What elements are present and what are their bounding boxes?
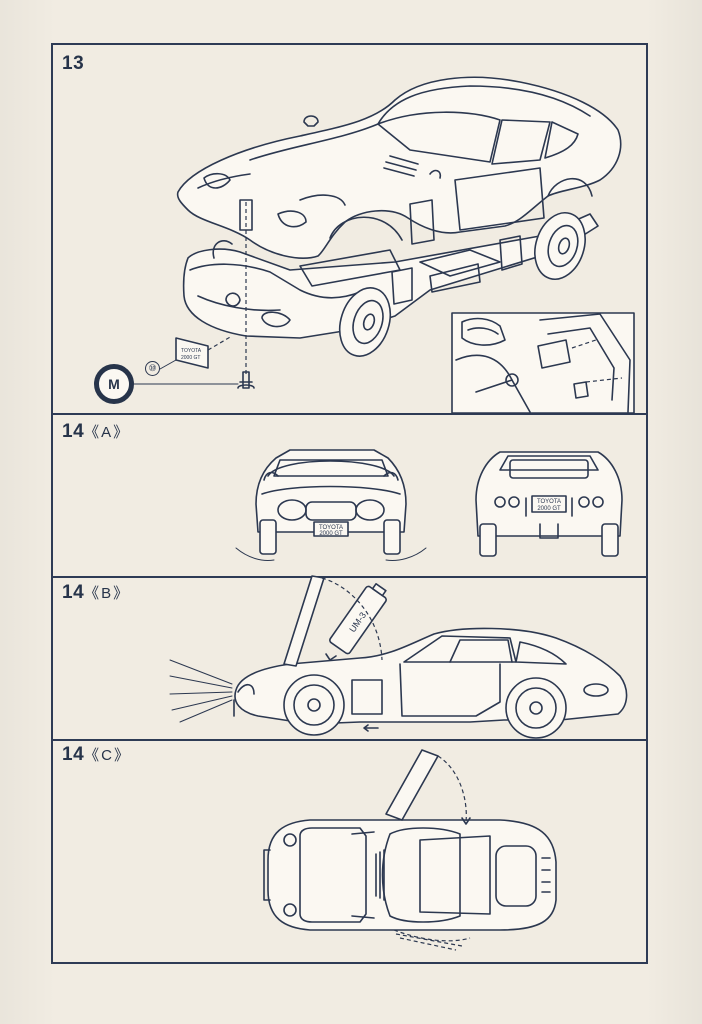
step-14b-label: 14《B》 bbox=[62, 582, 130, 604]
step-suffix: 《A》 bbox=[84, 424, 131, 441]
step-13-inset-detail bbox=[451, 312, 635, 414]
battery-um3: UM-3 bbox=[329, 582, 387, 655]
front-plate-line1: TOYOTA bbox=[319, 525, 343, 531]
step-number: 13 bbox=[62, 53, 85, 74]
screw-marker-m: M bbox=[94, 364, 134, 404]
step-number: 14 bbox=[62, 582, 85, 603]
step-number: 14 bbox=[62, 421, 85, 442]
divider-13-14a bbox=[51, 413, 648, 415]
step-13-label: 13 bbox=[62, 53, 84, 75]
step-13-body-shell bbox=[176, 76, 622, 259]
marker-letter: M bbox=[108, 376, 120, 392]
front-plate-line2: 2000 GT bbox=[319, 531, 343, 537]
step-number: 14 bbox=[62, 744, 85, 765]
part-number-10: ⑩ bbox=[145, 361, 160, 376]
step-13-chassis bbox=[182, 212, 599, 357]
rear-plate-line2: 2000 GT bbox=[537, 506, 561, 512]
divider-14a-14b bbox=[51, 576, 648, 578]
step-14a-rear-view: TOYOTA 2000 GT bbox=[475, 451, 623, 557]
step-suffix: 《C》 bbox=[84, 747, 131, 764]
step-suffix: 《B》 bbox=[84, 585, 131, 602]
part-number-text: ⑩ bbox=[148, 363, 157, 373]
divider-14b-14c bbox=[51, 739, 648, 741]
step-13-fasteners: TOYOTA 2000 GT bbox=[133, 199, 255, 389]
step-14a-label: 14《A》 bbox=[62, 421, 130, 443]
plate-line1-tiny: TOYOTA bbox=[181, 348, 202, 354]
instruction-frame bbox=[51, 43, 648, 964]
step-14c-top-view bbox=[263, 749, 557, 951]
step-14b-side-view: UM-3 bbox=[169, 575, 628, 739]
step-14a-front-view: TOYOTA 2000 GT bbox=[235, 449, 427, 561]
rear-plate-line1: TOYOTA bbox=[537, 499, 561, 505]
step-14c-label: 14《C》 bbox=[62, 744, 131, 766]
plate-line2-tiny: 2000 GT bbox=[181, 355, 200, 361]
